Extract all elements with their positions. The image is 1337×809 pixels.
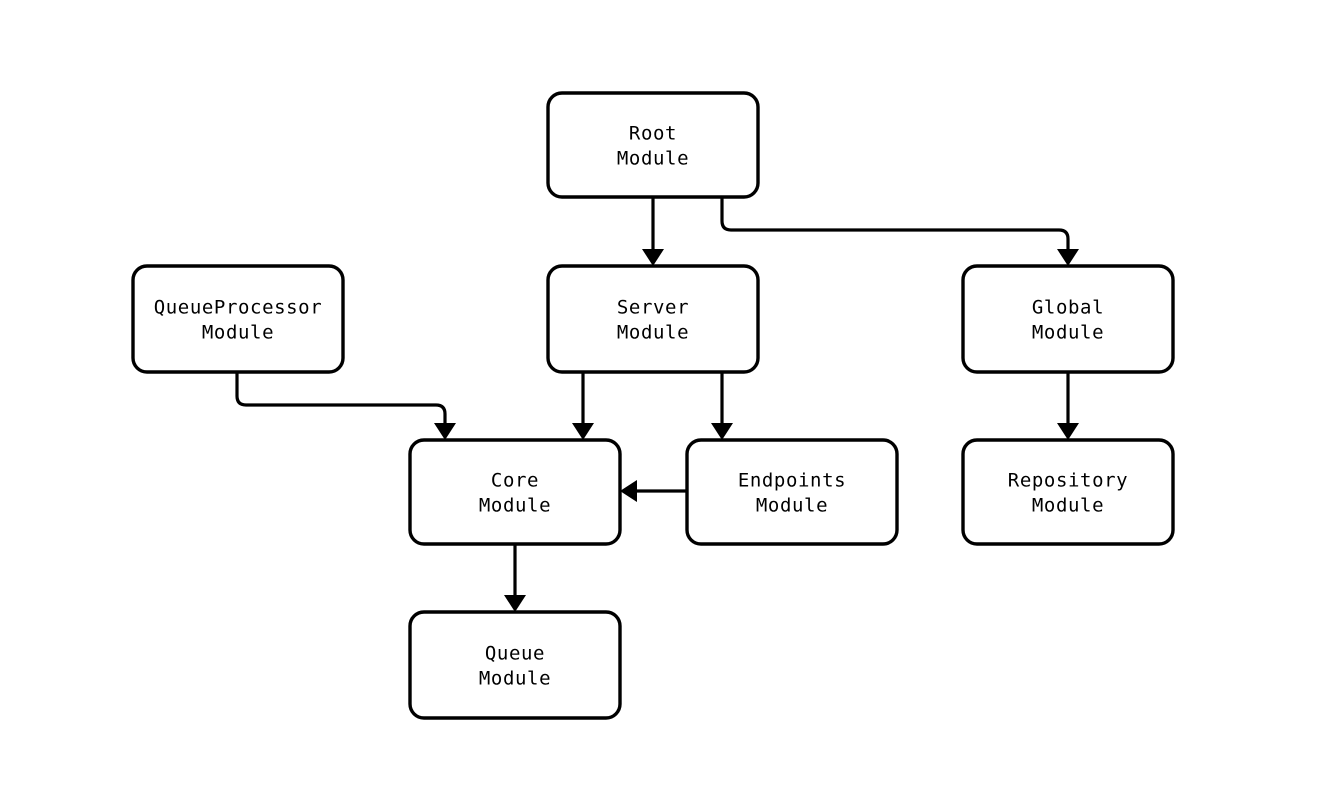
- edges-layer: [235, 197, 1079, 612]
- arrowhead-icon: [504, 595, 526, 612]
- edge-server-to-core: [572, 372, 594, 440]
- node-label-secondary: Module: [479, 495, 551, 517]
- edge-line: [720, 197, 1070, 249]
- edge-core-to-queue: [504, 544, 526, 612]
- edge-line: [235, 372, 447, 423]
- edge-endpoints-to-core: [620, 480, 687, 502]
- node-box[interactable]: [408, 438, 622, 546]
- edge-server-to-endpoints: [711, 372, 733, 440]
- edge-queueprocessor-to-core: [235, 372, 456, 440]
- node-label-secondary: Module: [756, 495, 828, 517]
- node-label-primary: QueueProcessor: [154, 297, 323, 319]
- nodes-layer: RootModuleQueueProcessorModuleServerModu…: [131, 91, 1175, 720]
- arrowhead-icon: [1057, 423, 1079, 440]
- node-box[interactable]: [408, 610, 622, 720]
- arrowhead-icon: [711, 423, 733, 440]
- arrowhead-icon: [1057, 249, 1079, 266]
- node-label-primary: Repository: [1008, 470, 1128, 492]
- node-box[interactable]: [961, 264, 1175, 374]
- node-box[interactable]: [131, 264, 345, 374]
- node-box[interactable]: [685, 438, 899, 546]
- node-label-secondary: Module: [1032, 322, 1104, 344]
- node-box[interactable]: [546, 91, 760, 199]
- edge-root-to-global: [720, 197, 1079, 266]
- arrowhead-icon: [572, 423, 594, 440]
- arrowhead-icon: [642, 249, 664, 266]
- node-box[interactable]: [546, 264, 760, 374]
- node-label-primary: Endpoints: [738, 470, 846, 492]
- node-label-secondary: Module: [617, 322, 689, 344]
- node-label-primary: Server: [617, 297, 689, 319]
- node-label-secondary: Module: [1032, 495, 1104, 517]
- arrowhead-icon: [620, 480, 637, 502]
- edge-global-to-repository: [1057, 372, 1079, 440]
- arrowhead-icon: [434, 423, 456, 440]
- node-label-primary: Root: [629, 123, 677, 145]
- node-label-primary: Core: [491, 470, 539, 492]
- node-label-secondary: Module: [202, 322, 274, 344]
- node-label-secondary: Module: [617, 148, 689, 170]
- node-label-primary: Queue: [485, 643, 545, 665]
- node-label-primary: Global: [1032, 297, 1104, 319]
- node-label-secondary: Module: [479, 668, 551, 690]
- node-box[interactable]: [961, 438, 1175, 546]
- edge-root-to-server: [642, 197, 664, 266]
